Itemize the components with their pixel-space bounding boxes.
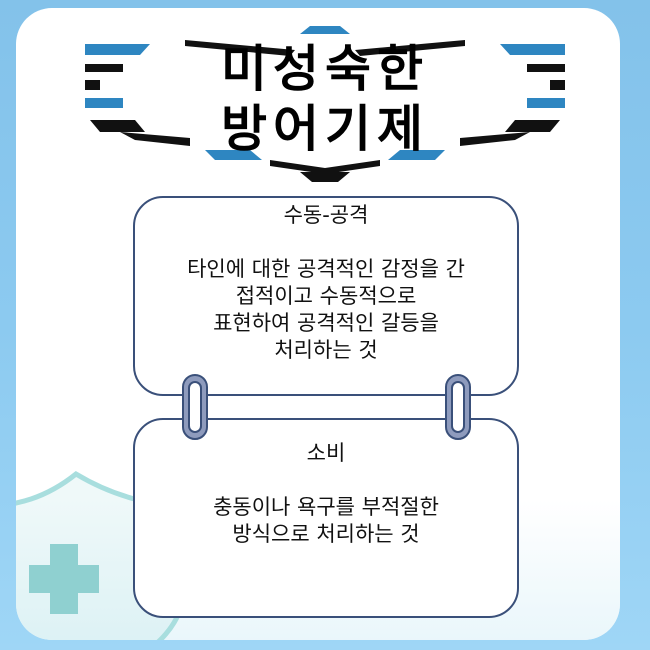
card-heading: 수동-공격 — [283, 203, 369, 227]
binder-ring-icon — [445, 374, 471, 440]
page-title-line-1: 미성숙한 — [221, 40, 429, 98]
card-heading: 소비 — [306, 441, 346, 465]
card-description: 충동이나 욕구를 부적절한 방식으로 처리하는 것 — [213, 495, 439, 546]
header-decoration — [85, 26, 565, 182]
card-acting-out: 소비 충동이나 욕구를 부적절한 방식으로 처리하는 것 — [133, 418, 519, 618]
card-passive-aggressive: 수동-공격 타인에 대한 공격적인 감정을 간 접적이고 수동적으로 표현하여 … — [133, 196, 519, 396]
card-description: 타인에 대한 공격적인 감정을 간 접적이고 수동적으로 표현하여 공격적인 갈… — [187, 257, 465, 362]
page-title-line-2: 방어기제 — [221, 100, 429, 158]
binder-ring-icon — [182, 374, 208, 440]
